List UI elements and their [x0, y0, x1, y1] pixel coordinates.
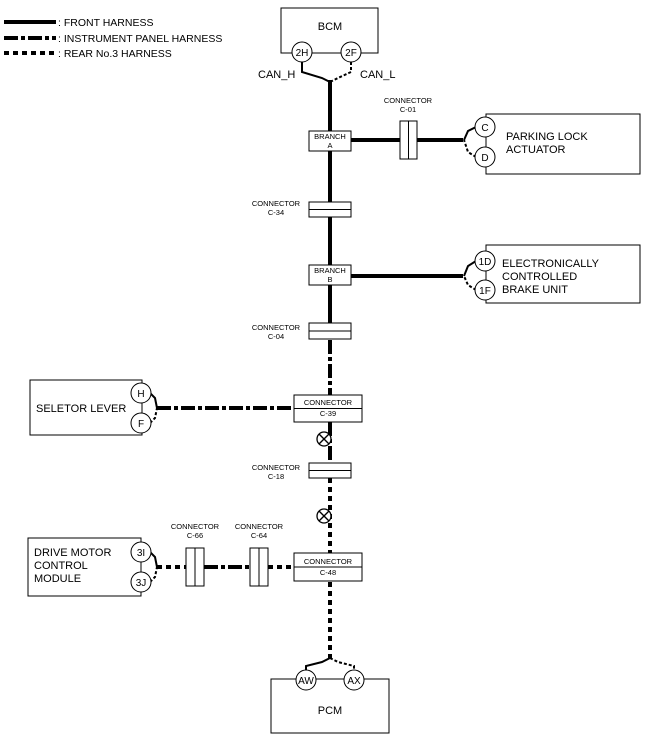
c48-line1: CONNECTOR	[304, 557, 353, 566]
can-h-label: CAN_H	[258, 69, 295, 81]
selector-lever-label: SELETOR LEVER	[36, 403, 126, 415]
drive-motor-pin-3j-label: 3J	[136, 578, 147, 589]
brake-unit-line1: ELECTRONICALLY	[502, 258, 600, 270]
bcm-pin-2f-label: 2F	[345, 48, 357, 59]
c18-line2: C-18	[268, 472, 284, 481]
brake-unit-pin-1f-label: 1F	[479, 286, 491, 297]
brake-unit-wire-l	[463, 275, 477, 291]
drive-motor-pin-3i	[130, 541, 152, 563]
parking-lock-pin-c-label: C	[481, 123, 488, 134]
pcm-pin-aw	[295, 669, 317, 691]
c39-line2: C-39	[320, 409, 336, 418]
connector-c04: CONNECTOR C-04	[252, 322, 352, 341]
c66-line1: CONNECTOR	[171, 522, 220, 531]
selector-pin-h-label: H	[137, 389, 144, 400]
brake-unit-pin-1f	[474, 279, 496, 301]
connector-c39: CONNECTOR C-39	[293, 394, 363, 423]
brake-unit-wire-h	[463, 260, 477, 277]
drive-motor-box	[27, 537, 142, 597]
c01-line1: CONNECTOR	[384, 96, 433, 105]
brake-unit-pin-1d-label: 1D	[479, 257, 492, 268]
bcm-can-h-wire	[301, 62, 331, 83]
selector-pin-f-label: F	[138, 419, 144, 430]
twisted-pair-icon-upper	[316, 431, 332, 447]
pcm-pin-ax-label: AX	[347, 676, 361, 687]
brake-unit-line2: CONTROLLED	[502, 271, 577, 283]
pcm-title: PCM	[318, 705, 342, 717]
bcm-can-l-wire	[329, 62, 352, 83]
brake-unit-box	[485, 244, 641, 304]
c66-line2: C-66	[187, 531, 203, 540]
drive-motor-wire-l	[149, 566, 158, 583]
connector-c66: CONNECTOR C-66	[171, 522, 220, 587]
c34-line2: C-34	[268, 208, 284, 217]
selector-wire-l	[149, 407, 158, 424]
selector-wire-h	[149, 392, 158, 409]
drive-motor-pin-3j	[130, 571, 152, 593]
drive-motor-line3: MODULE	[34, 573, 81, 585]
bcm-pin-2h	[291, 41, 313, 63]
parking-lock-box	[485, 113, 641, 175]
parking-lock-pin-d	[474, 146, 496, 168]
c39-line1: CONNECTOR	[304, 398, 353, 407]
can-l-label: CAN_L	[360, 69, 395, 81]
parking-lock-wire-l	[463, 139, 477, 158]
legend-front-text: : FRONT HARNESS	[58, 17, 153, 29]
legend: : FRONT HARNESS : INSTRUMENT PANEL HARNE…	[4, 17, 222, 60]
drive-motor-line1: DRIVE MOTOR	[34, 547, 111, 559]
c18-line1: CONNECTOR	[252, 463, 301, 472]
legend-instrument-text: : INSTRUMENT PANEL HARNESS	[58, 33, 222, 45]
branch-a-box	[308, 130, 352, 152]
brake-unit-pin-1d	[474, 250, 496, 272]
parking-lock-line1: PARKING LOCK	[506, 131, 588, 143]
pcm-pin-ax	[343, 669, 365, 691]
bcm-pin-2h-label: 2H	[296, 48, 309, 59]
legend-rear-text: : REAR No.3 HARNESS	[58, 48, 172, 60]
branch-a-line2: A	[327, 141, 332, 150]
bcm-title: BCM	[318, 21, 342, 33]
brake-unit-line3: BRAKE UNIT	[502, 284, 568, 296]
twisted-pair-icon-lower	[316, 508, 332, 524]
connector-c34: CONNECTOR C-34	[252, 199, 352, 218]
drive-motor-pin-3i-label: 3I	[137, 548, 145, 559]
drive-motor-line2: CONTROL	[34, 560, 88, 572]
pcm-box	[270, 678, 390, 734]
branch-a-line1: BRANCH	[314, 132, 346, 141]
connector-c48: CONNECTOR C-48	[293, 552, 363, 582]
branch-b-box	[308, 264, 352, 286]
branch-b-line2: B	[327, 275, 332, 284]
drive-motor-wire-h	[149, 551, 158, 568]
selector-pin-h	[130, 382, 152, 404]
c34-line1: CONNECTOR	[252, 199, 301, 208]
selector-lever-box	[29, 379, 143, 436]
pcm-wire-h	[305, 657, 331, 670]
connector-c18: CONNECTOR C-18	[252, 462, 352, 481]
c04-line1: CONNECTOR	[252, 323, 301, 332]
parking-lock-pin-c	[474, 116, 496, 138]
pcm-pin-aw-label: AW	[298, 676, 314, 687]
c04-line2: C-04	[268, 332, 284, 341]
pcm-wire-l	[329, 657, 355, 670]
selector-pin-f	[130, 412, 152, 434]
parking-lock-pin-d-label: D	[481, 153, 488, 164]
c48-line2: C-48	[320, 568, 336, 577]
parking-lock-line2: ACTUATOR	[506, 144, 566, 156]
connector-c01: CONNECTOR C-01	[384, 96, 433, 160]
c64-line2: C-64	[251, 531, 267, 540]
connector-c64: CONNECTOR C-64	[235, 522, 284, 587]
branch-b-line1: BRANCH	[314, 266, 346, 275]
c64-line1: CONNECTOR	[235, 522, 284, 531]
bcm-pin-2f	[340, 41, 362, 63]
parking-lock-wire-h	[463, 126, 477, 141]
c01-line2: C-01	[400, 105, 416, 114]
